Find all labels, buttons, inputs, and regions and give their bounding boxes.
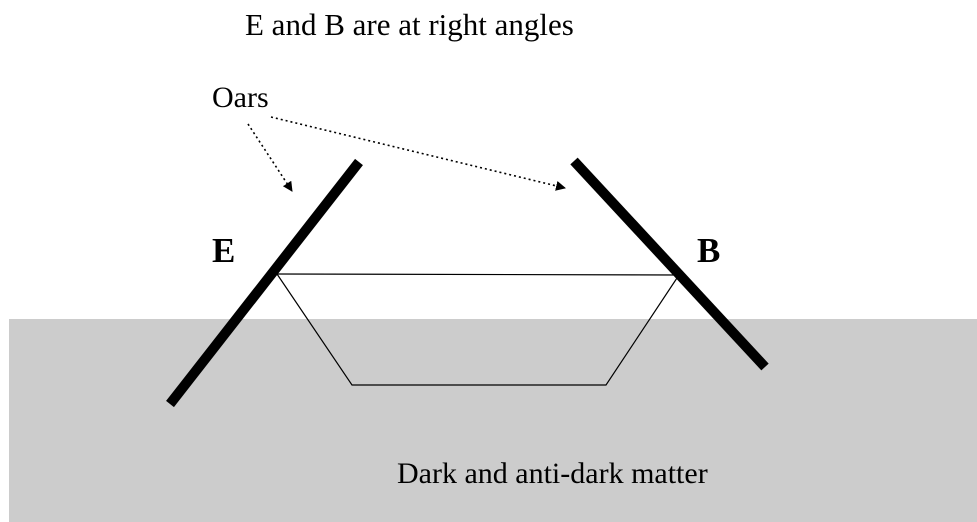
region-label: Dark and anti-dark matter xyxy=(397,457,708,490)
diagram-title: E and B are at right angles xyxy=(245,7,574,42)
oars-arrow-right xyxy=(270,116,566,191)
label-b: B xyxy=(697,231,720,270)
oars-arrow-left xyxy=(247,123,293,192)
boat-hull xyxy=(276,273,680,386)
label-e: E xyxy=(212,231,235,270)
dark-matter-region xyxy=(9,319,977,522)
oars-pointer-arrows xyxy=(247,116,566,192)
oar-b xyxy=(570,157,769,371)
oar-e xyxy=(166,158,363,408)
boat-bottom-outline xyxy=(276,273,680,386)
oars-label: Oars xyxy=(212,81,269,114)
boat-top-edge xyxy=(276,273,680,276)
